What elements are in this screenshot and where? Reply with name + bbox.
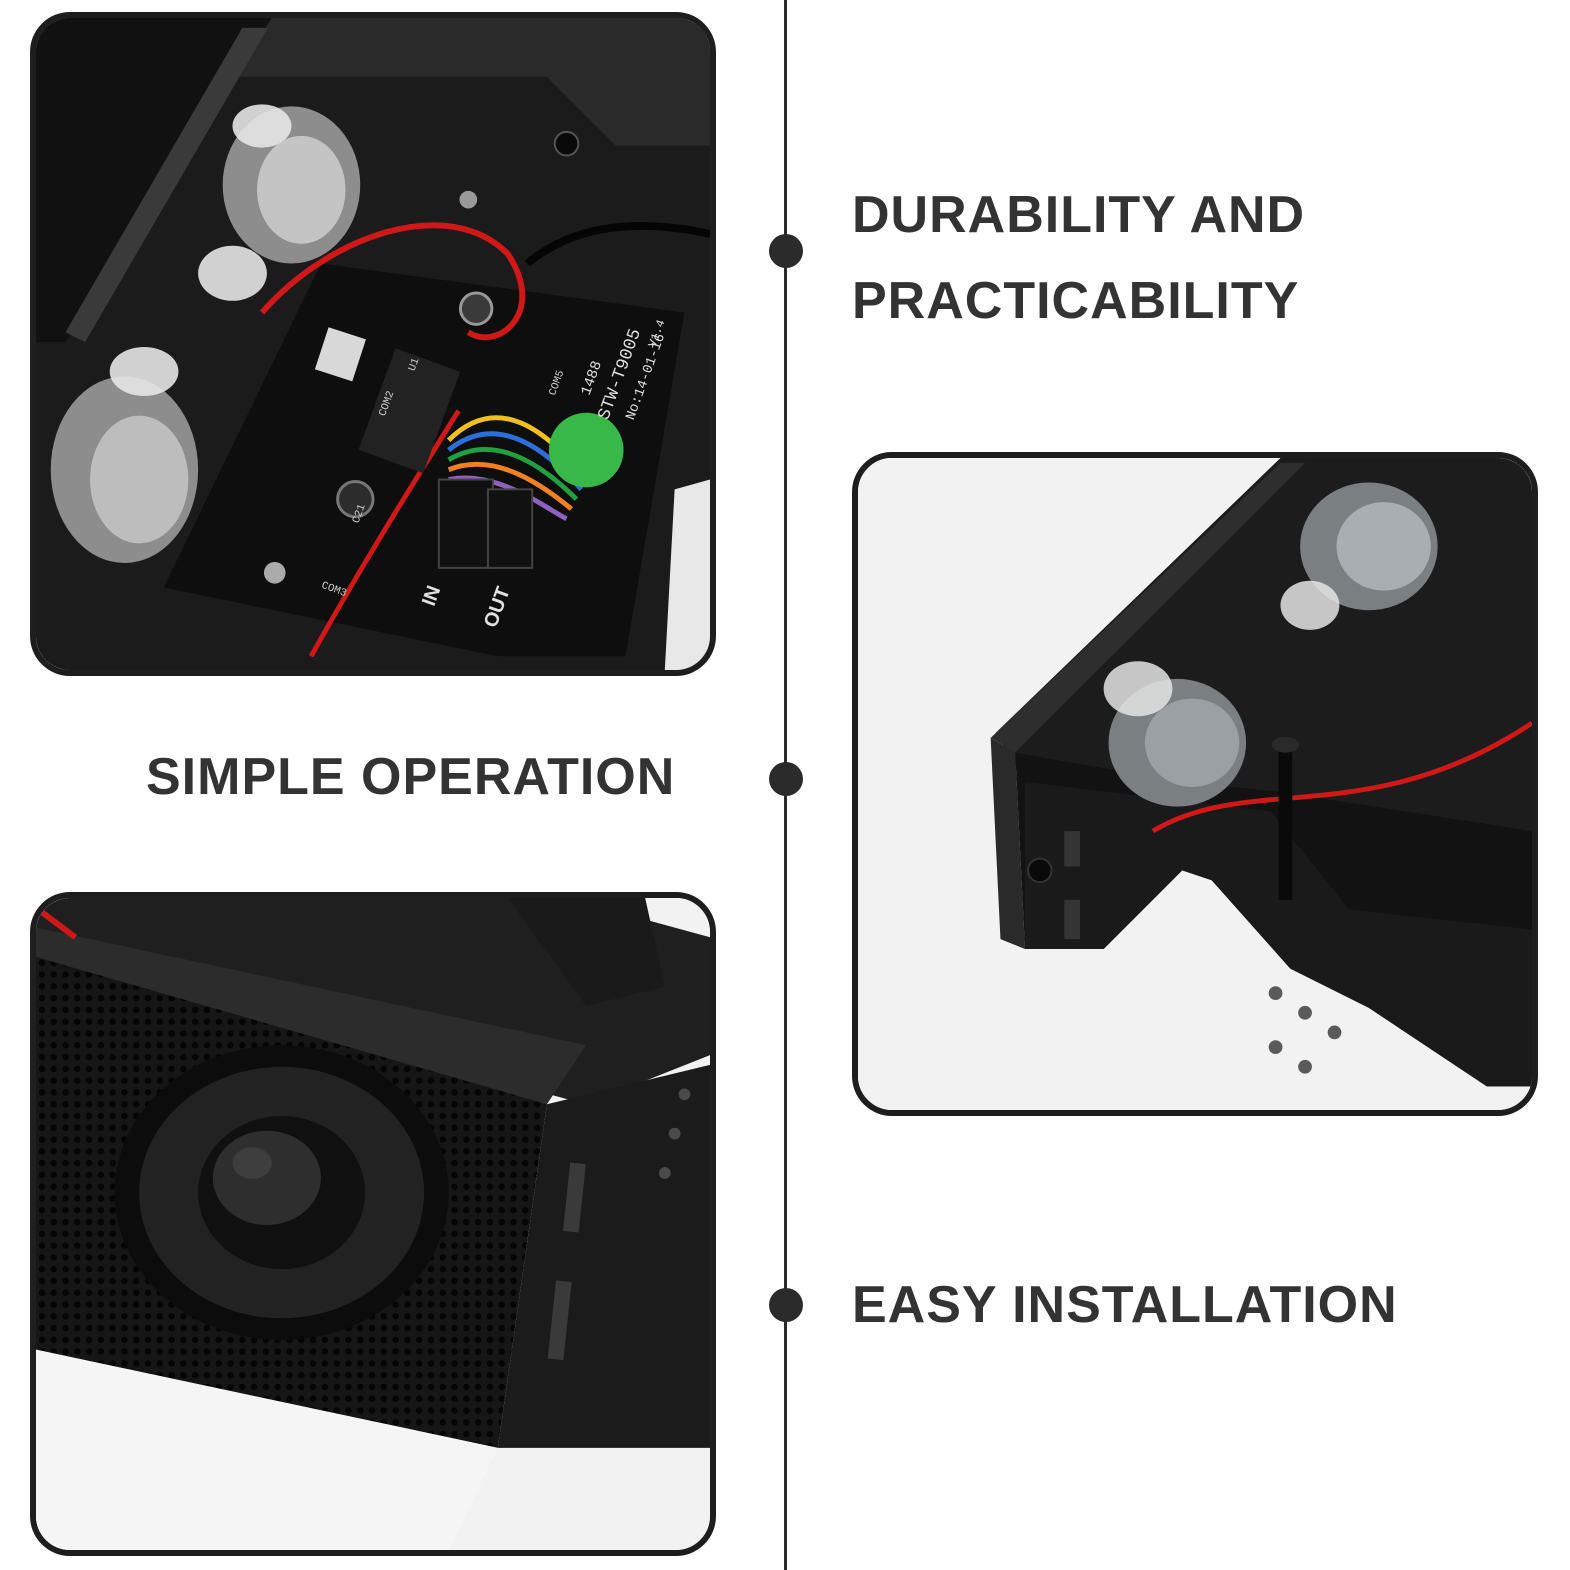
feature-simple-operation-label: SIMPLE OPERATION (146, 748, 676, 806)
speaker-bottom (50, 346, 199, 563)
speaker-grille-illustration (36, 898, 710, 1550)
photo-casing-corner (852, 452, 1538, 1116)
speaker-cone (114, 1045, 449, 1340)
speaker-right (1280, 482, 1438, 630)
speaker-left (1103, 661, 1247, 807)
feature-durability-label: DURABILITY AND PRACTICABILITY (852, 172, 1305, 344)
timeline-dot-durability (769, 234, 803, 268)
feature-easy-installation-label: EASY INSTALLATION (852, 1276, 1398, 1334)
photo-speaker-grille (30, 892, 716, 1556)
feature-durability-line2: PRACTICABILITY (852, 272, 1300, 330)
photo-circuit-board: IN OUT STW-T9005 No:14-01-16 V1.4 1488 C… (30, 12, 716, 676)
feature-durability-line1: DURABILITY AND (852, 186, 1306, 244)
speaker-top (198, 104, 361, 301)
casing-corner-illustration (858, 458, 1532, 1110)
circuit-board-illustration: IN OUT STW-T9005 No:14-01-16 V1.4 1488 C… (36, 18, 710, 670)
board-label-u1: U1 (407, 357, 423, 373)
timeline-dot-easy-installation (769, 1288, 803, 1322)
timeline-dot-simple-operation (769, 762, 803, 796)
